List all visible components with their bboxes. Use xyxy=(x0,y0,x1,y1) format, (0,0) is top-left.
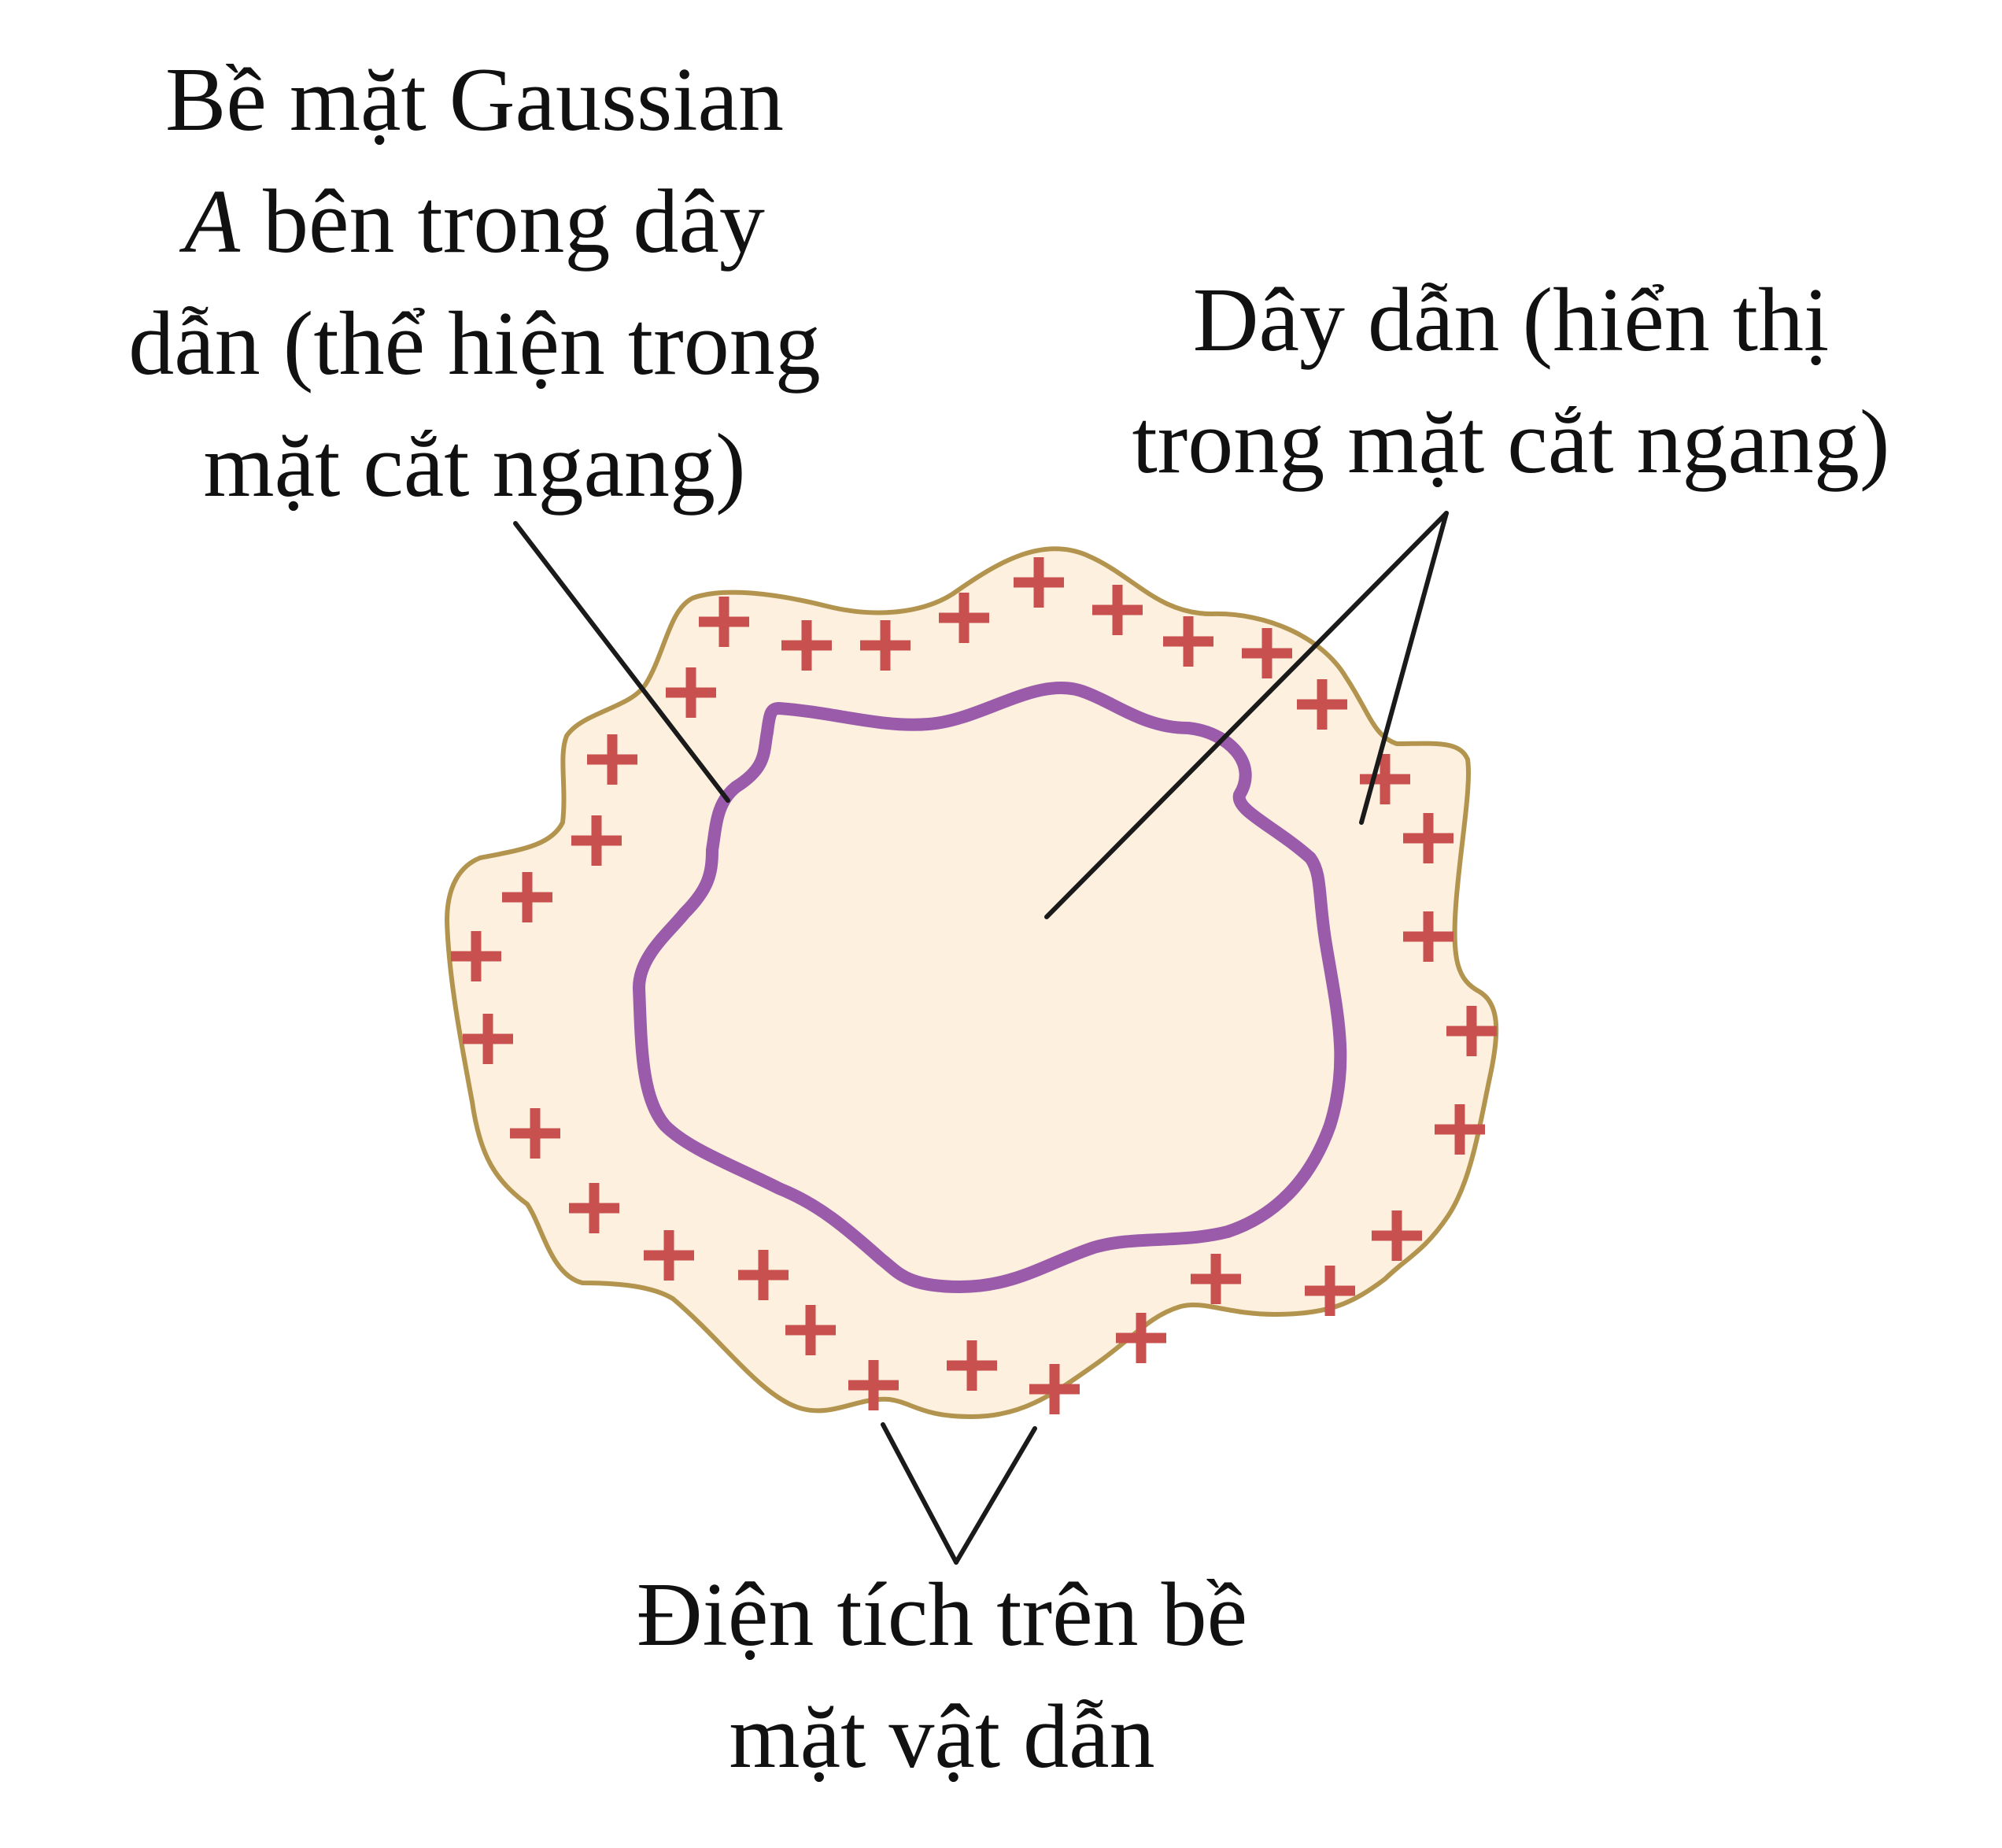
gaussian-label-line2-rest: bên trong dây xyxy=(240,172,765,272)
conductor-label-leader-edge xyxy=(1359,511,1449,825)
conductor-cross-section xyxy=(445,546,1499,1419)
positive-charge-icon xyxy=(1435,1104,1485,1155)
positive-charge-icon xyxy=(699,597,749,647)
positive-charge-icon xyxy=(644,1230,694,1281)
positive-charge-icon xyxy=(1403,813,1453,863)
gaussian-label-line3: dẫn (thể hiện trong xyxy=(128,294,820,394)
positive-charge-icon xyxy=(785,1305,836,1355)
positive-charge-icon xyxy=(1191,1254,1241,1304)
gaussian-label-line2: A bên trong dây xyxy=(179,172,765,272)
positive-charge-icon xyxy=(587,734,637,785)
positive-charge-icon xyxy=(451,931,501,981)
positive-charge-icon xyxy=(738,1250,789,1300)
gaussian-symbol-a: A xyxy=(179,172,241,272)
gaussian-label-line4: mặt cắt ngang) xyxy=(203,416,745,516)
positive-charge-icon xyxy=(510,1108,560,1159)
positive-charge-icon xyxy=(1014,557,1064,608)
charge-label-leader-left xyxy=(881,1422,959,1565)
surface-charge-label: Điện tích trên bề mặt vật dẫn xyxy=(637,1565,1247,1787)
gaussian-surface-a xyxy=(633,681,1347,1293)
positive-charge-icon xyxy=(571,815,622,866)
positive-charge-icon xyxy=(463,1014,513,1064)
positive-charge-icon xyxy=(1372,1210,1422,1261)
charge-label-leader-right xyxy=(954,1426,1037,1565)
conductor-label-leader-interior xyxy=(1044,511,1449,919)
positive-charge-icon xyxy=(569,1183,619,1233)
positive-charge-icon xyxy=(1305,1266,1355,1316)
positive-charge-icon xyxy=(1092,585,1143,635)
positive-charge-icon xyxy=(848,1360,899,1410)
positive-charge-icon xyxy=(1446,1006,1497,1056)
conductor-label-line2: trong mặt cắt ngang) xyxy=(1132,392,1889,493)
positive-charge-icon xyxy=(939,593,989,643)
surface-charge-label-line1: Điện tích trên bề xyxy=(637,1565,1247,1665)
positive-charge-icon xyxy=(1297,679,1347,730)
conductor-label: Dây dẫn (hiển thị trong mặt cắt ngang) xyxy=(1132,270,1889,493)
positive-charge-icon xyxy=(1403,911,1453,962)
positive-charge-icon xyxy=(1163,616,1213,667)
positive-charge-icon xyxy=(666,667,716,718)
conductor-label-line1: Dây dẫn (hiển thị xyxy=(1193,270,1830,371)
positive-charge-icon xyxy=(1116,1313,1166,1363)
gaussian-label-leader xyxy=(513,521,730,803)
surface-charges xyxy=(451,557,1497,1414)
positive-charge-icon xyxy=(1029,1364,1080,1414)
positive-charge-icon xyxy=(947,1340,997,1391)
positive-charge-icon xyxy=(860,620,911,671)
positive-charge-icon xyxy=(1242,628,1292,678)
surface-charge-label-line2: mặt vật dẫn xyxy=(729,1687,1154,1787)
gaussian-label-line1: Bề mặt Gaussian xyxy=(165,50,784,150)
positive-charge-icon xyxy=(781,620,832,671)
positive-charge-icon xyxy=(502,872,552,922)
gaussian-surface-label: Bề mặt Gaussian A bên trong dây dẫn (thể… xyxy=(128,50,820,516)
positive-charge-icon xyxy=(1360,754,1410,804)
